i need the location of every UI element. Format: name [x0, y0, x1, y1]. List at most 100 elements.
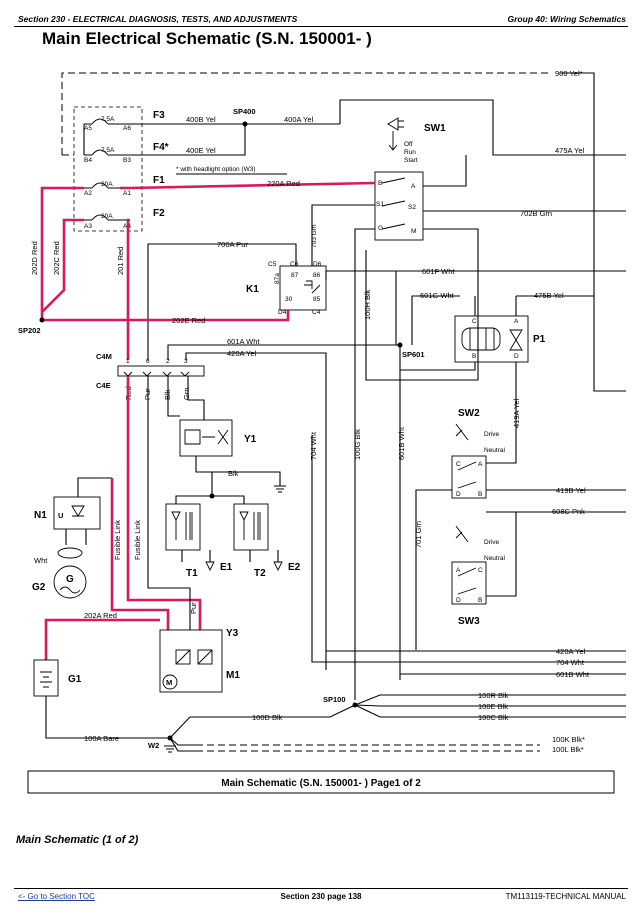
- wire-700a: [147, 243, 297, 360]
- fuse-f1: 20A A2 A1: [84, 181, 131, 197]
- wire-label-400b: 400B Yel: [186, 115, 216, 124]
- p1-pin-d: D: [514, 353, 519, 360]
- wire-100a: [45, 696, 170, 739]
- key-switch-sw1: [374, 117, 424, 241]
- coil-ground-leads: [181, 550, 251, 562]
- label-e2: E2: [288, 562, 301, 573]
- label-sp400: SP400: [233, 107, 256, 116]
- splice-coils: [209, 493, 215, 499]
- label-sp601: SP601: [402, 350, 425, 359]
- k1-d6: D6: [313, 261, 322, 268]
- manual-id: TM113119-TECHNICAL MANUAL: [505, 892, 626, 901]
- label-e1: E1: [220, 562, 233, 573]
- wire-label-601b2: 601B Wht: [556, 670, 590, 679]
- wire-label-100k: 100K Blk*: [552, 735, 585, 744]
- wire-label-701: 701 Grn: [414, 521, 423, 548]
- seat-switch-sw3: [451, 525, 487, 605]
- battery-g1: [33, 659, 59, 697]
- regulator-n1: [53, 496, 101, 530]
- fuse-block-outline: [73, 106, 143, 232]
- sw3-pin-b: B: [478, 597, 482, 604]
- label-sp100: SP100: [323, 695, 346, 704]
- label-p1: P1: [533, 334, 546, 345]
- label-m1-m: M: [166, 678, 172, 687]
- label-g1: G1: [68, 674, 82, 685]
- starter-motor: [162, 674, 178, 690]
- k1-d4: D4: [278, 309, 287, 316]
- wire-label-202d: 202D Red: [30, 241, 39, 275]
- wire-202e-red: [42, 310, 290, 322]
- fuel-pump-p1: [454, 315, 529, 363]
- label-t2: T2: [254, 568, 266, 579]
- c4-pin-6: 6: [146, 358, 150, 365]
- toc-link[interactable]: <- Go to Section TOC: [18, 892, 95, 901]
- sw1-start: Start: [404, 157, 418, 164]
- wire-608c: [486, 511, 626, 597]
- spark-plug-symbols: [205, 561, 283, 572]
- wire-label-419a: 419A Yel: [512, 398, 521, 428]
- wire-202c-red: [41, 218, 84, 313]
- wire-label-fusible2: Fusible Link: [133, 520, 142, 560]
- wire-label-fusible1: Fusible Link: [113, 520, 122, 560]
- wire-label-wht: Wht: [34, 556, 48, 565]
- solenoid-y1-symbol: [184, 429, 229, 445]
- wire-475a-path: [339, 99, 626, 156]
- sw1-pin-s1: S1: [376, 201, 384, 208]
- wire-label-100r: 100R Blk: [478, 691, 509, 700]
- svg-text:B3: B3: [123, 157, 131, 164]
- wire-100g: [354, 228, 375, 700]
- starter-m1: [159, 629, 223, 693]
- label-sp202: SP202: [18, 326, 41, 335]
- wire-label-100h: 100H Blk: [363, 289, 372, 320]
- label-n1-u: U: [58, 511, 63, 520]
- seat-switch-sw2: [451, 423, 487, 499]
- p1-bottom-leads: [400, 362, 517, 436]
- ground-y1: [274, 485, 286, 493]
- sw2-pin-a: A: [478, 461, 483, 468]
- wire-label-419b: 419B Yel: [556, 486, 586, 495]
- sw3-pin-c: C: [478, 567, 483, 574]
- wire-601a: [167, 344, 400, 360]
- wire-label-202c: 202C Red: [52, 241, 61, 275]
- relay-k1: [279, 265, 327, 311]
- wire-201-red: [126, 218, 130, 360]
- svg-text:7.5A: 7.5A: [101, 147, 115, 154]
- wire-202d-red: [40, 186, 84, 320]
- wire-label-100d: 100D Blk: [252, 713, 283, 722]
- label-g2-g: G: [66, 574, 74, 585]
- wire-label-grn: Grn: [182, 387, 191, 400]
- wire-coil-feed: [175, 472, 245, 504]
- alternator-g2-wave: [59, 586, 81, 594]
- wire-label-100g: 100G Blk: [353, 429, 362, 460]
- label-f2: F2: [153, 208, 165, 219]
- svg-text:A2: A2: [84, 190, 92, 197]
- label-k1: K1: [246, 284, 259, 295]
- relay-k1-contact: [304, 280, 313, 289]
- wire-label-900: 900 Yel*: [555, 69, 583, 78]
- label-c4e: C4E: [96, 381, 111, 390]
- wire-n1-fusible: [110, 478, 170, 630]
- wire-red-fusible: [126, 376, 202, 630]
- wire-label-blk2: Blk: [228, 469, 239, 478]
- wire-label-475a: 475A Yel: [555, 146, 585, 155]
- alternator-g2-coil: [57, 547, 83, 559]
- wire-label-pur2: Pur: [189, 602, 198, 614]
- wire-label-475b: 475B Yel: [534, 291, 564, 300]
- wire-label-201: 201 Red: [116, 247, 125, 275]
- wire-900-right: [560, 72, 626, 392]
- sw1-pin-m: M: [411, 228, 416, 235]
- wire-label-220a: 220A Red: [267, 179, 300, 188]
- sw2-pin-c: C: [456, 461, 461, 468]
- sw2-pin-b: B: [478, 491, 482, 498]
- wire-420a: [185, 352, 327, 670]
- wire-pur-down: [147, 376, 191, 630]
- k1-c4: C4: [312, 309, 321, 316]
- schematic-banner-box: [27, 770, 615, 794]
- sw2-neutral: Neutral: [484, 447, 506, 454]
- battery-g1-cells: [40, 671, 52, 688]
- label-sw2: SW2: [458, 408, 480, 419]
- headlight-note: * with headlight option (W3): [176, 166, 256, 173]
- ground-w2-symbol: [164, 745, 176, 753]
- wire-220a-red: [120, 181, 376, 190]
